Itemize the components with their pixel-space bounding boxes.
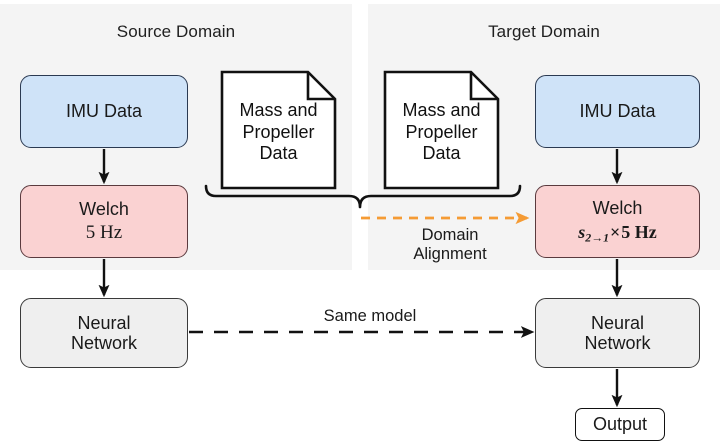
source-nn-line2: Network bbox=[70, 333, 137, 353]
node-source-welch[interactable]: Welch 5 Hz bbox=[20, 185, 188, 258]
source-doc-line1: Mass and bbox=[239, 100, 318, 120]
same-model-label: Same model bbox=[323, 307, 417, 325]
source-imu-label: IMU Data bbox=[65, 101, 143, 122]
node-target-neural-network[interactable]: Neural Network bbox=[535, 298, 700, 368]
target-domain-title: Target Domain bbox=[488, 22, 600, 41]
source-document-text: Mass and Propeller Data bbox=[222, 100, 335, 165]
target-nn-line1: Neural bbox=[590, 312, 645, 333]
node-target-imu-data[interactable]: IMU Data bbox=[535, 75, 700, 148]
target-doc-line1: Mass and bbox=[402, 100, 481, 120]
source-doc-line2: Propeller bbox=[242, 121, 315, 142]
target-welch-formula: s2→1×5 Hz bbox=[578, 222, 657, 245]
source-welch-title: Welch bbox=[79, 199, 129, 220]
target-nn-line2: Network bbox=[584, 333, 651, 353]
node-output[interactable]: Output bbox=[575, 408, 665, 441]
document-brace bbox=[204, 184, 522, 209]
source-doc-line3: Data bbox=[259, 143, 298, 164]
formula-frequency: 5 Hz bbox=[621, 222, 657, 243]
node-target-welch[interactable]: Welch s2→1×5 Hz bbox=[535, 185, 700, 258]
target-imu-label: IMU Data bbox=[579, 101, 656, 122]
domain-alignment-line2: Alignment bbox=[413, 245, 487, 264]
source-welch-frequency: 5 Hz bbox=[85, 222, 123, 244]
formula-scale-subscript: 2→1 bbox=[585, 230, 609, 245]
target-doc-line3: Data bbox=[422, 143, 461, 164]
formula-scale-symbol: s bbox=[578, 222, 586, 243]
node-source-imu-data[interactable]: IMU Data bbox=[20, 75, 188, 148]
source-domain-title: Source Domain bbox=[116, 22, 236, 41]
node-source-neural-network[interactable]: Neural Network bbox=[20, 298, 188, 368]
target-welch-title: Welch bbox=[592, 198, 643, 219]
target-doc-line2: Propeller bbox=[405, 121, 478, 142]
source-nn-line1: Neural bbox=[77, 312, 131, 333]
formula-times-symbol: × bbox=[610, 222, 621, 243]
target-document-text: Mass and Propeller Data bbox=[385, 100, 498, 165]
domain-alignment-line1: Domain bbox=[421, 226, 479, 244]
domain-alignment-label: Domain Alignment bbox=[380, 226, 520, 264]
output-label: Output bbox=[592, 414, 648, 435]
